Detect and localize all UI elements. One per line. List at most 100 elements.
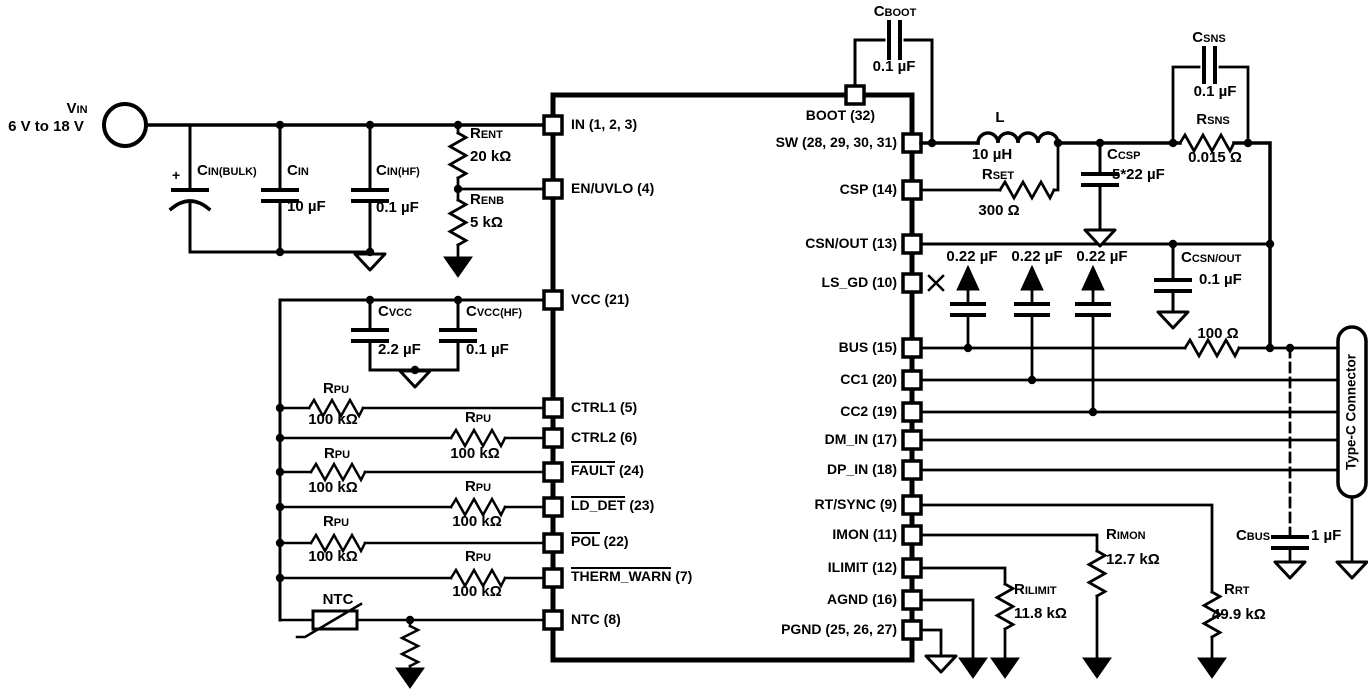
pin-label-ctrl2: CTRL2 (6)	[571, 429, 638, 445]
gnd-open-icon	[1083, 228, 1117, 248]
pin-therm-warn	[542, 567, 564, 589]
pin-label-dm-in: DM_IN (17)	[824, 431, 897, 447]
rimon-resistor	[1086, 549, 1108, 598]
pin-label-sw: SW (28, 29, 30, 31)	[775, 134, 897, 150]
cvcc-hf-label: CVCC(HF)	[466, 303, 523, 320]
rent-label: RENT	[470, 125, 503, 142]
pin-label-dp-in: DP_IN (18)	[826, 461, 897, 477]
ic-body	[542, 84, 945, 663]
vin-label: VIN	[66, 100, 88, 117]
rrt-resistor	[1201, 590, 1223, 639]
rpu-label: RPU	[322, 513, 350, 530]
cbus-value: 1 µF	[1311, 527, 1342, 544]
gnd-open-icon	[924, 654, 958, 674]
cdec-value: 0.22 µF	[1076, 248, 1128, 265]
rrt-value: 49.9 kΩ	[1212, 606, 1266, 623]
gnd-open-icon	[1156, 310, 1190, 330]
cvcc-label: CVCC	[378, 303, 413, 320]
ccsp-value: 5*22 µF	[1112, 166, 1165, 183]
pin-ctrl1	[542, 397, 564, 419]
pin-label-rt-sync: RT/SYNC (9)	[814, 496, 897, 512]
pin-label-pgnd: PGND (25, 26, 27)	[781, 621, 897, 637]
gnd-arrow-icon	[990, 657, 1020, 679]
cvcc-value: 2.2 µF	[378, 341, 421, 358]
gnd-arrow-icon	[395, 667, 425, 689]
pin-label-ilimit: ILIMIT (12)	[827, 559, 897, 575]
pin-rt-sync	[901, 494, 923, 516]
rimon-label: RIMON	[1106, 526, 1146, 543]
gnd-arrow-icon	[958, 657, 988, 679]
pin-ntc	[542, 609, 564, 631]
ccsn-out-value: 0.1 µF	[1199, 271, 1242, 288]
renb-resistor	[447, 198, 469, 247]
rbus-value: 100 Ω	[1197, 325, 1239, 342]
rpu-label: RPU	[464, 478, 492, 495]
junction-dots	[275, 120, 1295, 625]
rpu-value: 100 kΩ	[450, 445, 500, 462]
pin-cc2	[901, 401, 923, 423]
bus-decoupling-caps	[950, 264, 1111, 414]
rent-resistor	[447, 131, 469, 180]
inductor-label: L	[995, 109, 1005, 126]
pin-en-uvlo	[542, 178, 564, 200]
gnd-open-icon	[353, 252, 387, 272]
pin-label-therm-warn: THERM_WARN (7)	[571, 567, 693, 584]
pin-ls-gd	[901, 272, 923, 294]
pin-csn-out	[901, 233, 923, 255]
pin-label-boot: BOOT (32)	[805, 107, 875, 123]
pin-bus	[901, 337, 923, 359]
pin-label-ntc: NTC (8)	[571, 611, 621, 627]
rilimit-resistor	[994, 582, 1016, 631]
cboot-label: CBOOT	[873, 3, 917, 20]
sense-network	[1171, 46, 1250, 154]
pin-label-ctrl1: CTRL1 (5)	[571, 399, 638, 415]
pin-vcc	[542, 289, 564, 311]
pin-pol	[542, 532, 564, 554]
pin-fault	[542, 461, 564, 483]
rimon-value: 12.7 kΩ	[1106, 551, 1160, 568]
input-caps	[168, 123, 389, 254]
rbus-resistor	[1183, 337, 1241, 359]
rsns-label: RSNS	[1196, 111, 1230, 128]
rpu-label: RPU	[322, 380, 350, 397]
rent-value: 20 kΩ	[470, 148, 512, 165]
cin-hf-value: 0.1 µF	[376, 199, 419, 216]
csns-label: CSNS	[1192, 29, 1226, 46]
pin-agnd	[901, 589, 923, 611]
pin-in	[542, 114, 564, 136]
pin-dm-in	[901, 429, 923, 451]
pin-label-ls-gd: LS_GD (10)	[821, 274, 897, 290]
gnd-arrow-icon	[443, 256, 473, 278]
ccsn-out-label: CCSN/OUT	[1181, 249, 1242, 266]
bootstrap-circuit	[853, 20, 934, 145]
rset-label: RSET	[981, 166, 1015, 183]
ntc-label: NTC	[322, 591, 354, 608]
gnd-arrow-icon	[1197, 657, 1227, 679]
rilimit-value: 11.8 kΩ	[1014, 605, 1067, 622]
pin-label-in: IN (1, 2, 3)	[571, 116, 638, 132]
vcc-decoupling	[278, 298, 546, 622]
renb-value: 5 kΩ	[470, 214, 503, 231]
cvcc-hf-value: 0.1 µF	[466, 341, 509, 358]
rsns-value: 0.015 Ω	[1188, 149, 1242, 166]
rset-value: 300 Ω	[978, 202, 1020, 219]
pin-sw	[901, 132, 923, 154]
pin-label-csp: CSP (14)	[839, 181, 897, 197]
rpu-label: RPU	[464, 409, 492, 426]
pin-label-csn-out: CSN/OUT (13)	[805, 235, 897, 251]
pin-label-pol: POL (22)	[571, 532, 629, 549]
pin-label-vcc: VCC (21)	[571, 291, 630, 307]
pin-boot	[844, 84, 866, 106]
bottom-resistors	[919, 503, 1223, 660]
pin-ld-det	[542, 496, 564, 518]
gnd-arrow-icon	[1082, 657, 1112, 679]
rpu-value: 100 kΩ	[308, 411, 358, 428]
pin-label-bus: BUS (15)	[838, 339, 897, 355]
cin-bulk-label: CIN(BULK)	[197, 162, 257, 179]
rsns-resistor	[1178, 132, 1236, 154]
pullup-network	[278, 397, 546, 589]
no-connect-x-icon	[927, 274, 945, 292]
ntc-pulldown-resistor	[399, 624, 421, 668]
inductor-symbol	[976, 131, 1060, 145]
